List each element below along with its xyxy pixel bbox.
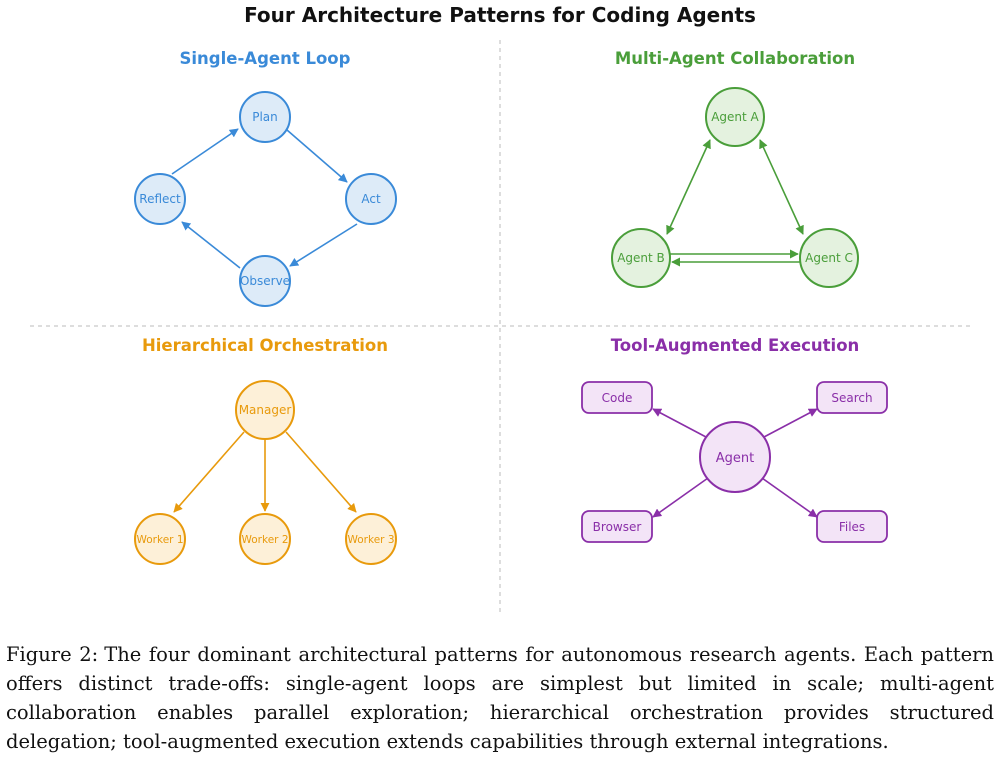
edge-agent-search bbox=[763, 408, 818, 438]
node-observe-label: Observe bbox=[240, 274, 290, 288]
architecture-diagram: Four Architecture Patterns for Coding Ag… bbox=[30, 3, 970, 612]
panel-title-tool-augmented: Tool-Augmented Execution bbox=[611, 336, 860, 355]
node-code bbox=[581, 381, 653, 414]
node-worker-3-label: Worker 3 bbox=[347, 534, 394, 546]
node-agent-c-label: Agent C bbox=[805, 251, 853, 265]
edge-manager-worker-3 bbox=[285, 431, 357, 513]
panel-tool-augmented-execution: Tool-Augmented Execution Agent Code Sear… bbox=[581, 336, 888, 543]
node-manager bbox=[235, 380, 295, 440]
edge-observe-reflect bbox=[181, 221, 241, 269]
edge-act-observe bbox=[289, 223, 358, 267]
node-browser bbox=[581, 510, 653, 543]
node-code-label: Code bbox=[602, 391, 633, 405]
edge-manager-worker-1 bbox=[173, 431, 245, 513]
node-plan bbox=[239, 91, 291, 143]
node-agent-a-label: Agent A bbox=[711, 110, 759, 124]
figure-title: Four Architecture Patterns for Coding Ag… bbox=[244, 3, 756, 27]
node-agent-c bbox=[799, 228, 859, 288]
caption-text: The four dominant architectural patterns… bbox=[6, 643, 994, 753]
panel-multi-agent-collaboration: Multi-Agent Collaboration Agent A Agent … bbox=[611, 49, 859, 288]
node-plan-label: Plan bbox=[252, 110, 278, 124]
node-agent bbox=[699, 421, 771, 493]
panel-title-hierarchical: Hierarchical Orchestration bbox=[142, 336, 388, 355]
node-reflect bbox=[134, 173, 186, 225]
node-agent-b-label: Agent B bbox=[617, 251, 665, 265]
edge-plan-act bbox=[286, 129, 348, 183]
node-search-label: Search bbox=[831, 391, 872, 405]
panel-title-single-agent: Single-Agent Loop bbox=[180, 49, 351, 68]
node-agent-b bbox=[611, 228, 671, 288]
panel-single-agent-loop: Single-Agent Loop Plan Act Observe Refle… bbox=[134, 49, 397, 307]
edge-agent-a-agent-c bbox=[759, 139, 804, 235]
node-worker-1-label: Worker 1 bbox=[136, 534, 183, 546]
node-act-label: Act bbox=[361, 192, 381, 206]
node-worker-2-label: Worker 2 bbox=[241, 534, 288, 546]
node-worker-1 bbox=[134, 513, 186, 565]
node-files-label: Files bbox=[839, 520, 865, 534]
node-search bbox=[816, 381, 888, 414]
edge-agent-code bbox=[652, 408, 707, 438]
node-observe bbox=[239, 255, 291, 307]
figure-caption: Figure 2:The four dominant architectural… bbox=[6, 640, 994, 756]
node-act bbox=[345, 173, 397, 225]
node-browser-label: Browser bbox=[593, 520, 642, 534]
node-reflect-label: Reflect bbox=[139, 192, 181, 206]
caption-label: Figure 2: bbox=[6, 643, 99, 666]
node-agent-label: Agent bbox=[716, 451, 754, 466]
node-manager-label: Manager bbox=[239, 403, 292, 417]
edge-agent-a-agent-b bbox=[666, 139, 711, 235]
edge-agent-files bbox=[761, 477, 818, 518]
node-agent-a bbox=[705, 87, 765, 147]
edge-reflect-plan bbox=[171, 128, 239, 175]
edge-agent-browser bbox=[652, 477, 709, 518]
node-worker-2 bbox=[239, 513, 291, 565]
node-worker-3 bbox=[345, 513, 397, 565]
node-files bbox=[816, 510, 888, 543]
panel-hierarchical-orchestration: Hierarchical Orchestration Manager Worke… bbox=[134, 336, 397, 565]
panel-title-multi-agent: Multi-Agent Collaboration bbox=[615, 49, 855, 68]
